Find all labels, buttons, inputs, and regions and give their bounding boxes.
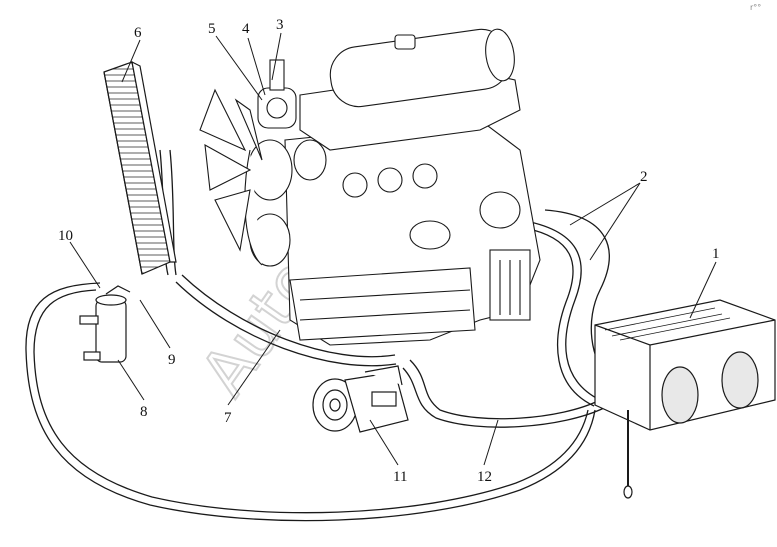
callout-11: 11 [393, 469, 407, 485]
callout-10: 10 [58, 228, 73, 244]
callout-6: 6 [134, 25, 142, 41]
compressor [312, 365, 409, 433]
leader-lines [69, 32, 717, 466]
callout-7: 7 [224, 410, 232, 426]
callout-9: 9 [168, 352, 176, 368]
callout-8: 8 [140, 404, 148, 420]
receiver-drier [79, 285, 131, 363]
callout-2: 2 [640, 169, 648, 185]
callout-5: 5 [208, 21, 216, 37]
callout-4: 4 [242, 21, 250, 37]
callout-1: 1 [712, 246, 720, 262]
callout-12: 12 [477, 469, 492, 485]
condenser [103, 60, 177, 275]
callout-labels: 1 2 3 4 5 6 7 8 9 10 11 12 [58, 17, 720, 485]
engine [199, 28, 541, 346]
corner-mark: r°° [750, 3, 761, 12]
callout-3: 3 [276, 17, 284, 33]
evaporator-unit [594, 299, 776, 499]
